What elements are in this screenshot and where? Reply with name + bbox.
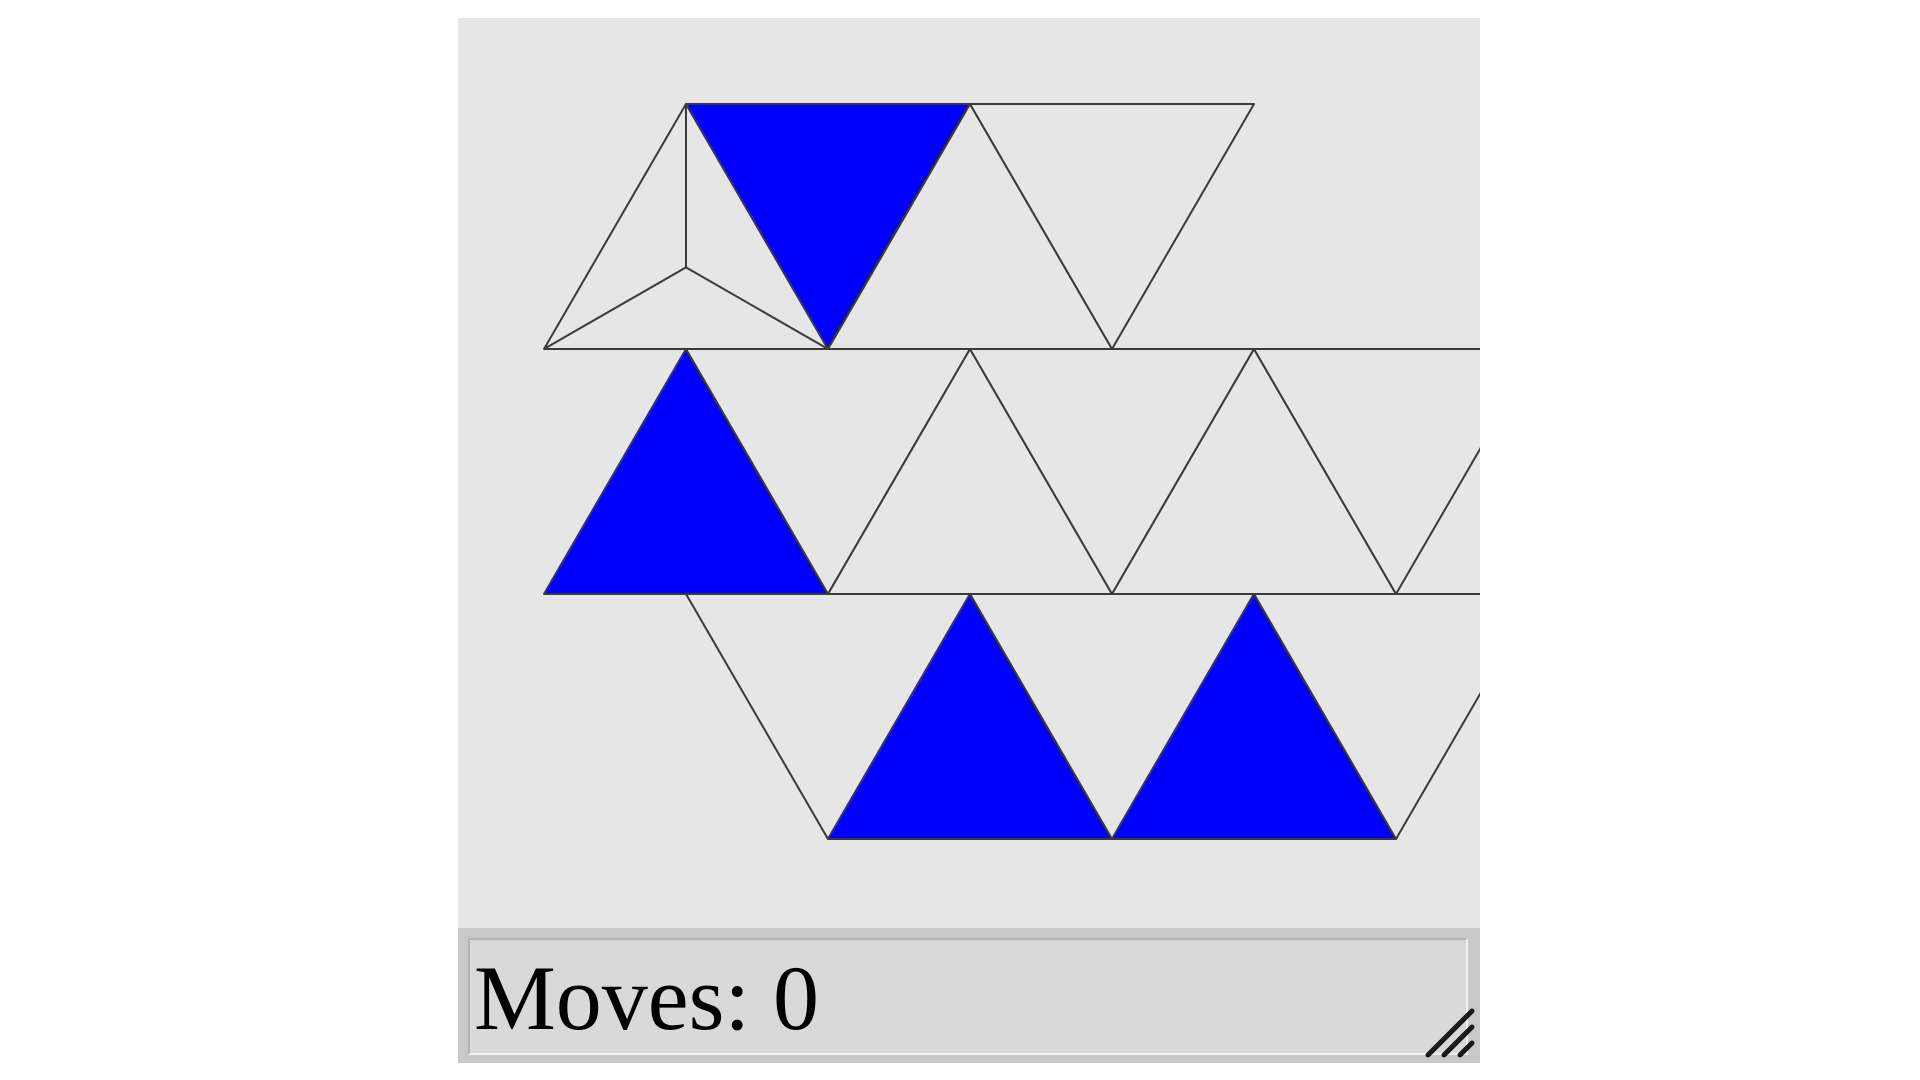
resize-grip-icon[interactable] (1422, 1005, 1476, 1059)
puzzle-board[interactable] (458, 18, 1480, 928)
tiles-layer (543, 103, 1480, 840)
status-bar: Moves: 0 (458, 928, 1480, 1063)
status-field: Moves: 0 (468, 938, 1468, 1055)
moves-value: 0 (773, 947, 819, 1049)
selection-marker-line-1 (685, 266, 829, 350)
triangle-tile-r0-c3[interactable] (969, 103, 1255, 350)
moves-counter: Moves: 0 (474, 948, 819, 1048)
selection-marker (543, 104, 829, 350)
triangle-tile-r2-c4[interactable] (1253, 593, 1480, 840)
puzzle-window: Moves: 0 (458, 18, 1480, 1063)
moves-label: Moves: (474, 947, 750, 1049)
triangle-tile-r1-c5[interactable] (1253, 348, 1480, 595)
selection-marker-line-2 (543, 266, 687, 350)
